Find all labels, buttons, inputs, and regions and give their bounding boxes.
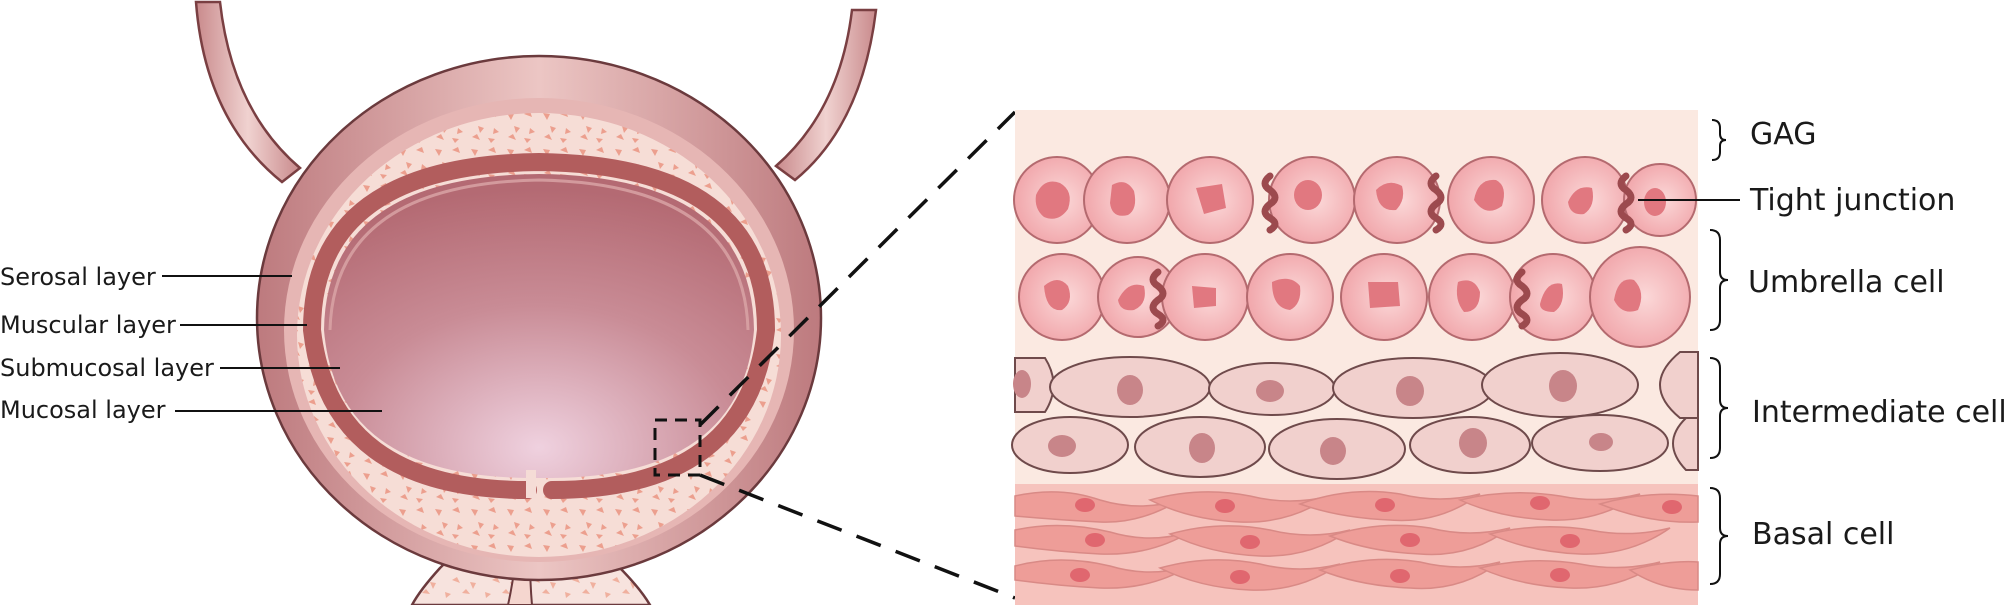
nucleus — [1550, 568, 1570, 582]
label-submucosal-layer: Submucosal layer — [0, 354, 214, 382]
basal-cell — [1628, 560, 1699, 591]
nucleus — [1044, 280, 1070, 311]
bladder-labels: Serosal layer Muscular layer Submucosal … — [0, 263, 382, 424]
nucleus — [1474, 179, 1504, 211]
nucleus — [1070, 568, 1090, 582]
nucleus — [1110, 182, 1136, 216]
tight-junction — [1149, 268, 1167, 330]
mucosal-ring — [302, 152, 776, 499]
label-basal-cell: Basal cell — [1752, 517, 1894, 552]
nucleus — [1540, 283, 1563, 312]
bladder-illustration — [194, 0, 1017, 607]
nucleus — [1396, 376, 1424, 406]
lumen-highlight — [328, 178, 750, 331]
label-gag: GAG — [1750, 117, 1817, 152]
nucleus — [1294, 180, 1322, 210]
nucleus — [1662, 500, 1682, 514]
nucleus — [1390, 569, 1410, 583]
bracket-intermediate — [1709, 357, 1729, 459]
nucleus — [1256, 380, 1284, 402]
label-serosal-layer: Serosal layer — [0, 263, 156, 291]
nucleus — [1117, 375, 1143, 405]
label-intermediate-cell: Intermediate cell — [1752, 395, 2007, 430]
nucleus — [1376, 182, 1404, 211]
label-mucosal-layer: Mucosal layer — [0, 396, 166, 424]
nucleus — [1368, 282, 1400, 308]
nucleus — [1013, 370, 1031, 398]
zoom-box — [653, 418, 702, 477]
basal-cell — [1477, 560, 1661, 589]
intermediate-cell — [1672, 417, 1699, 471]
nucleus — [1118, 284, 1145, 311]
nucleus — [1240, 535, 1260, 549]
nucleus — [1400, 533, 1420, 547]
intermediate-nuclei-2 — [1048, 428, 1613, 465]
nucleus — [1230, 570, 1250, 584]
nucleus — [1196, 184, 1226, 214]
basal-cell — [1487, 526, 1671, 555]
zoom-line-bottom — [699, 473, 1016, 600]
zoom-line-top — [698, 110, 1017, 427]
bracket-umbrella — [1709, 229, 1729, 331]
bracket-gag — [1711, 119, 1727, 161]
nucleus — [1530, 496, 1550, 510]
nucleus — [1589, 433, 1613, 451]
nucleus — [1320, 437, 1346, 465]
nucleus — [1075, 498, 1095, 512]
bladder-lumen — [324, 174, 754, 478]
nucleus — [1272, 278, 1301, 310]
nucleus — [1215, 499, 1235, 513]
right-ureter — [774, 8, 878, 182]
nucleus — [1048, 435, 1076, 457]
nucleus — [1568, 187, 1593, 215]
nucleus — [1085, 533, 1105, 547]
nucleus — [1459, 428, 1487, 458]
umbrella-row-1 — [1013, 156, 1697, 244]
basal-cell — [1327, 524, 1511, 556]
basal-cells — [1014, 490, 1699, 591]
umbrella-row-2 — [1018, 246, 1691, 348]
tight-junctions — [1149, 172, 1635, 330]
basal-cell — [1457, 492, 1641, 521]
label-umbrella-cell: Umbrella cell — [1748, 265, 1945, 300]
basal-nuclei — [1070, 496, 1682, 584]
label-tight-junction: Tight junction — [1749, 183, 1955, 218]
nucleus — [1614, 279, 1642, 312]
basal-cell — [1317, 558, 1501, 590]
nucleus — [1560, 534, 1580, 548]
urothelium-labels: GAG Tight junction Umbrella cell Interme… — [1638, 117, 2007, 585]
intermediate-nuclei-1 — [1013, 370, 1577, 406]
left-ureter — [194, 0, 302, 184]
nucleus — [1189, 433, 1215, 463]
intermediate-cell — [1659, 351, 1699, 419]
urothelium-panel — [1011, 110, 1699, 605]
tight-junction — [1261, 172, 1279, 234]
tight-junction — [1513, 268, 1531, 330]
nucleus — [1549, 370, 1577, 402]
bracket-basal — [1709, 487, 1729, 585]
tight-junction — [1427, 172, 1445, 234]
nucleus — [1375, 498, 1395, 512]
tight-junction — [1617, 172, 1635, 234]
bladder-neck-gap — [526, 470, 536, 498]
label-muscular-layer: Muscular layer — [0, 311, 176, 339]
nucleus — [1456, 280, 1480, 312]
nucleus — [1192, 286, 1216, 308]
nucleus — [1035, 181, 1070, 219]
nucleus — [1644, 188, 1666, 216]
basal-layer — [1014, 484, 1699, 605]
